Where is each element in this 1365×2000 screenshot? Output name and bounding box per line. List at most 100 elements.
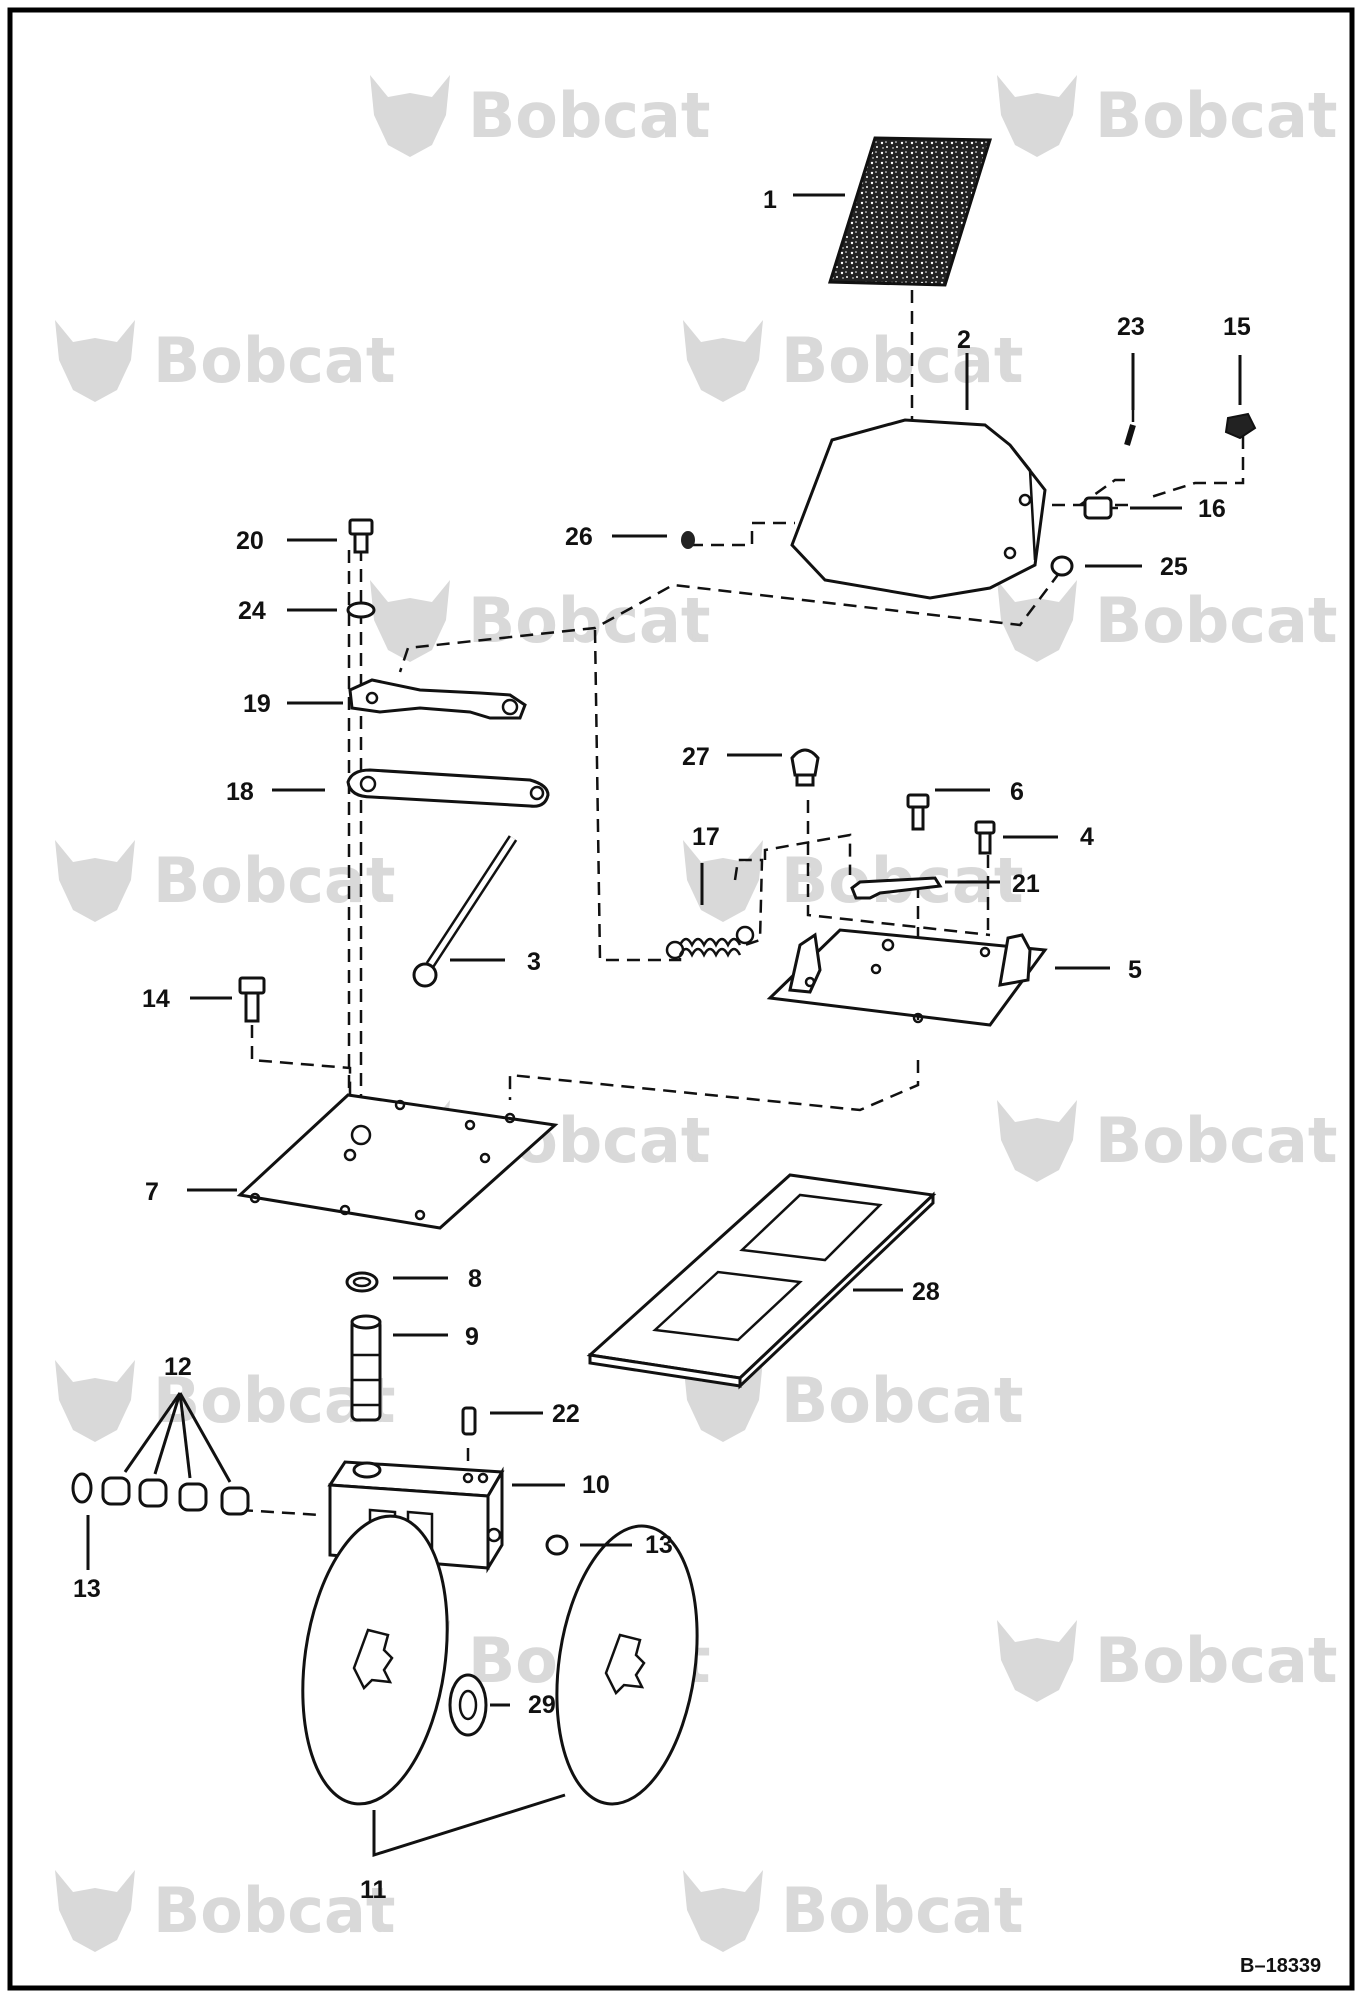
mounting-plate-7 (236, 1093, 559, 1230)
watermark-registered-mark: ® (373, 1920, 387, 1936)
foot-plate (790, 418, 1047, 600)
leader-lines (86, 193, 1242, 1858)
callout-16: 16 (1198, 495, 1226, 523)
coupler-29 (448, 1673, 488, 1737)
bolt-20 (348, 518, 374, 554)
callout-12: 12 (164, 1353, 192, 1381)
bobcat-watermark: Bobcat® (997, 75, 1337, 157)
watermark-brand-text: Bobcat (153, 1874, 395, 1947)
callout-27: 27 (682, 743, 710, 771)
bobcat-watermark: Bobcat® (683, 1360, 1023, 1442)
grip-pad (827, 136, 993, 287)
bobcat-watermark: Bobcat® (55, 840, 395, 922)
pin-22 (461, 1406, 477, 1436)
lever-19 (348, 678, 527, 720)
callout-14: 14 (142, 985, 170, 1013)
callout-29: 29 (528, 1691, 556, 1719)
watermark-registered-mark: ® (1001, 370, 1015, 386)
watermark-registered-mark: ® (1315, 1670, 1329, 1686)
bobcat-logo-icon (997, 1100, 1077, 1182)
bolt-4 (974, 820, 996, 855)
bobcat-logo-icon (997, 75, 1077, 157)
watermark-registered-mark: ® (1315, 630, 1329, 646)
watermark-registered-mark: ® (1001, 1410, 1015, 1426)
plug-13-left (71, 1472, 93, 1504)
watermark-registered-mark: ® (1001, 890, 1015, 906)
bobcat-watermark: Bobcat® (55, 320, 395, 402)
bobcat-logo-icon (997, 1620, 1077, 1702)
watermark-brand-text: Bobcat (468, 584, 710, 657)
callout-10: 10 (582, 1471, 610, 1499)
rod-3 (412, 835, 518, 988)
bobcat-watermark: Bobcat® (370, 75, 710, 157)
callout-24: 24 (238, 597, 266, 625)
bobcat-watermark: Bobcat® (55, 1870, 395, 1952)
callout-22: 22 (552, 1400, 580, 1428)
bobcat-logo-icon (683, 320, 763, 402)
nut-15 (1224, 412, 1257, 440)
o-ring-8 (345, 1271, 379, 1293)
gasket-28 (586, 1173, 937, 1390)
bobcat-logo-icon (683, 1870, 763, 1952)
bracket-21 (850, 876, 943, 900)
bobcat-logo-icon (370, 580, 450, 662)
nut-25 (1050, 555, 1074, 577)
callout-2: 2 (957, 326, 971, 354)
bobcat-watermark: Bobcat® (997, 1620, 1337, 1702)
washer-24 (346, 601, 376, 619)
bobcat-logo-icon (370, 75, 450, 157)
spool-9 (350, 1314, 382, 1422)
callout-19: 19 (243, 690, 271, 718)
bobcat-logo-icon (55, 1360, 135, 1442)
bobcat-logo-icon (997, 580, 1077, 662)
callout-21: 21 (1012, 870, 1040, 898)
callout-28: 28 (912, 1278, 940, 1306)
watermark-brand-text: Bobcat (1095, 584, 1337, 657)
callout-17: 17 (692, 823, 720, 851)
watermark-registered-mark: ® (688, 630, 702, 646)
callout-3: 3 (527, 948, 541, 976)
bobcat-watermark: Bobcat® (997, 1100, 1337, 1182)
detent-parts-12 (101, 1476, 250, 1516)
callout-11: 11 (360, 1876, 387, 1904)
stud-16 (1083, 496, 1118, 520)
watermark-registered-mark: ® (688, 1150, 702, 1166)
bolt-6 (906, 793, 930, 831)
watermark-registered-mark: ® (1315, 1150, 1329, 1166)
watermark-registered-mark: ® (688, 125, 702, 141)
bobcat-watermark: Bobcat® (370, 580, 710, 662)
watermark-brand-text: Bobcat (781, 1364, 1023, 1437)
watermark-brand-text: Bobcat (1095, 79, 1337, 152)
base-plate-5 (766, 928, 1048, 1027)
watermark-brand-text: Bobcat (1095, 1624, 1337, 1697)
bobcat-watermark: Bobcat® (683, 1870, 1023, 1952)
bobcat-logo-icon (683, 840, 763, 922)
nut-26 (681, 531, 695, 549)
watermark-registered-mark: ® (373, 370, 387, 386)
page-frame (7, 7, 1355, 1991)
bobcat-logo-icon (55, 320, 135, 402)
callout-23: 23 (1117, 313, 1145, 341)
callout-15: 15 (1223, 313, 1251, 341)
callout-20: 20 (236, 527, 264, 555)
callout-4: 4 (1080, 823, 1094, 851)
arm-18 (346, 768, 550, 808)
bobcat-logo-icon (55, 840, 135, 922)
callout-9: 9 (465, 1323, 479, 1351)
bobcat-watermark: Bobcat® (683, 320, 1023, 402)
watermark-registered-mark: ® (1315, 125, 1329, 141)
watermark-registered-mark: ® (1001, 1920, 1015, 1936)
roll-pin (1124, 424, 1136, 446)
callout-numbers: 1 2 3 4 5 6 7 8 9 10 11 12 13 13 14 15 1… (73, 186, 1251, 1904)
watermark-brand-text: Bobcat (781, 324, 1023, 397)
assembly-lines (239, 290, 1245, 1517)
callout-25: 25 (1160, 553, 1188, 581)
bobcat-watermark: Bobcat® (997, 580, 1337, 662)
watermark-brand-text: Bobcat (781, 1874, 1023, 1947)
callout-13-left: 13 (73, 1575, 101, 1603)
bobcat-watermark: Bobcat® (55, 1360, 395, 1442)
spring-17 (665, 925, 755, 960)
watermark-brand-text: Bobcat (1095, 1104, 1337, 1177)
